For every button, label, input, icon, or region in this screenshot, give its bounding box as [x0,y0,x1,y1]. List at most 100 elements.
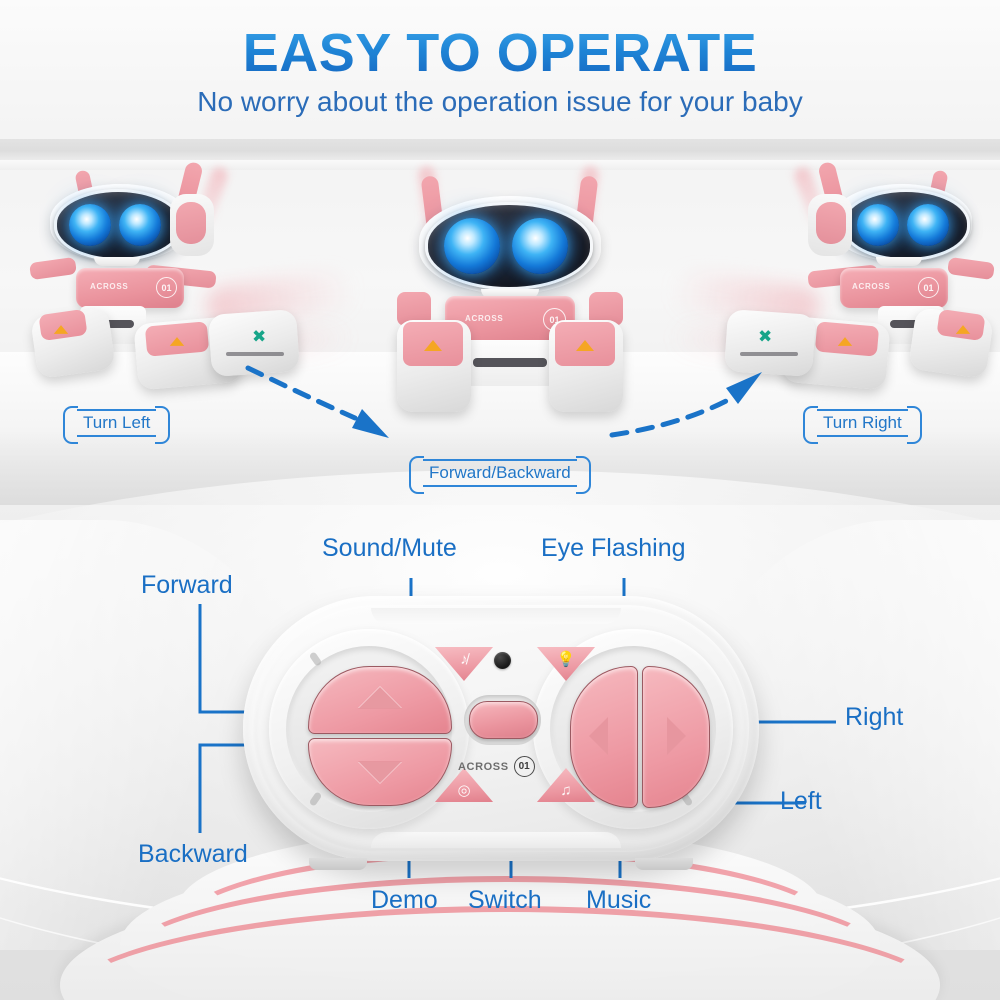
callout-label-sound-mute: Sound/Mute [322,534,457,562]
remote-branding: ACROSS 01 [458,756,548,777]
robot-track-right-pink [555,322,615,366]
backward-button[interactable] [308,738,452,806]
callout-label-demo: Demo [371,886,438,914]
page-subtitle: No worry about the operation issue for y… [197,86,803,117]
badge-turn-right: Turn Right [803,406,922,444]
triangle-right-icon [667,717,686,755]
x-logo-icon: ✖ [758,327,773,346]
switch-button[interactable] [469,701,538,739]
robot-visor [425,202,593,290]
robot-ear-pad [816,202,846,244]
robot-right: ACROSS 01 ✖ [667,160,996,405]
bulb-icon: 💡 [556,651,576,668]
robot-brand-name: ACROSS [465,314,504,323]
music-note-icon: ♫ [560,782,572,799]
robot-head [832,184,972,266]
triangle-down-icon [358,761,402,783]
robot-eye-right [512,218,568,274]
badge-bracket-right [906,406,922,444]
callout-label-left: Left [780,787,822,815]
robot-arm-right [947,256,995,281]
dpad-left-dial-inner [286,646,452,812]
robot-torso: ACROSS 01 [76,268,184,308]
badge-line-bottom [423,485,577,487]
right-button[interactable] [642,666,710,808]
robot-eye-right [119,204,161,246]
robot-speaker-slot [473,358,547,367]
robot-head [50,184,190,266]
badge-forward-backward: Forward/Backward [409,456,591,494]
remote-control: ♪̸ 💡 ◎ ♫ ACROSS 01 [243,596,759,870]
robot-eye-left [444,218,500,274]
robot-track-groove [740,352,798,356]
robot-arm-left [29,256,77,281]
forward-button[interactable] [308,666,452,734]
dial-tick-bottom [308,791,323,807]
remote-brand-name: ACROSS [458,760,509,773]
robot-visor [842,189,970,261]
dpad-right-dial-inner [550,646,716,812]
robot-brand-name: ACROSS [90,282,129,291]
robot-track-groove [226,352,284,356]
badge-turn-left: Turn Left [63,406,171,444]
orange-accent-left-icon [424,340,442,351]
shelf-band-lower [0,160,1000,170]
page-title: EASY TO OPERATE [0,22,1000,84]
robot-head [419,196,601,299]
badge-bracket-left [803,406,818,444]
podium-pink-ring-2 [114,876,898,1000]
dpad-left-dial [269,629,469,829]
robot-center: ACROSS 01 [395,165,625,422]
badge-bracket-right [575,456,591,494]
remote-foot-left [309,858,367,870]
badge-line-top [817,409,908,411]
orange-accent-right-icon [576,340,594,351]
triangle-left-icon [589,717,608,755]
orange-accent-right-icon [169,337,185,346]
remote-foot-right [635,858,693,870]
badge-bracket-right [155,406,171,444]
badge-bracket-left [409,456,424,494]
orange-accent-right-icon [955,325,971,334]
robot-speaker-slot [90,320,134,328]
callout-label-right: Right [845,703,904,731]
robot-track-left-pink [403,322,463,366]
orange-accent-left-icon [837,337,853,346]
podium-pink-ring-3 [54,906,958,1000]
robot-eye-left [69,204,111,246]
badge-line-top [77,409,157,411]
robot-brand-badge: 01 [918,277,939,298]
triangle-up-icon [358,687,402,709]
robot-chin [876,257,922,266]
badge-line-bottom [817,435,908,437]
badge-label: Turn Right [823,413,902,432]
callout-label-eye-flashing: Eye Flashing [541,534,686,562]
badge-line-top [423,459,577,461]
remote-bottom-notch [371,832,621,848]
badge-bracket-left [63,406,78,444]
robot-torso: ACROSS 01 [840,268,948,308]
x-logo-icon: ✖ [252,327,267,346]
callout-label-backward: Backward [138,840,248,868]
badge-line-bottom [77,435,157,437]
callout-label-music: Music [586,886,652,914]
robot-ear-pad [176,202,206,244]
left-button[interactable] [570,666,638,808]
badge-label: Turn Left [83,413,151,432]
robot-eye-right [907,204,949,246]
callout-label-forward: Forward [141,571,233,599]
badge-label: Forward/Backward [429,463,571,482]
orange-accent-left-icon [53,325,69,334]
remote-top-notch [371,608,621,624]
robot-chin [481,289,539,299]
indicator-led [494,652,511,669]
robot-brand-name: ACROSS [852,282,891,291]
mute-icon: ♪̸ [460,651,468,668]
record-icon: ◎ [457,782,471,799]
robot-brand-badge: 01 [156,277,177,298]
robot-chin [94,257,140,266]
robot-speaker-slot [890,320,934,328]
robot-left: ACROSS 01 ✖ [28,160,359,405]
remote-brand-number: 01 [513,756,535,777]
